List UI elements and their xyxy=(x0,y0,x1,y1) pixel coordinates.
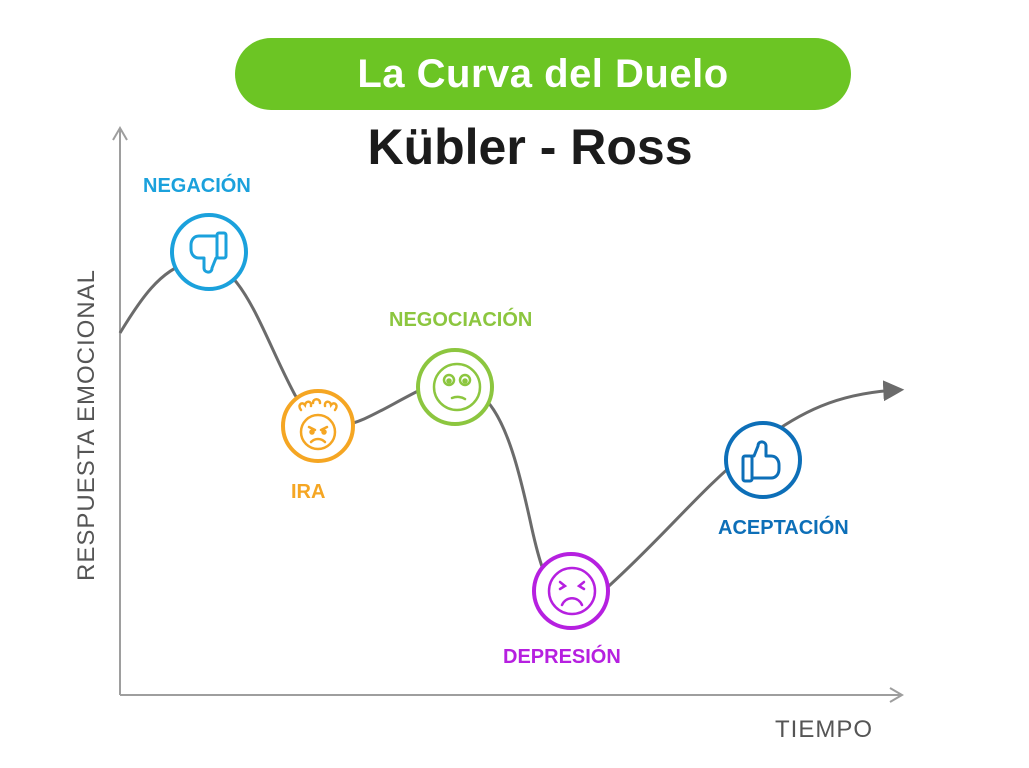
x-axis-label: TIEMPO xyxy=(775,716,874,743)
y-axis-label: RESPUESTA EMOCIONAL xyxy=(73,269,100,581)
thumbs-up-icon xyxy=(724,421,802,499)
angry-face-icon xyxy=(281,389,355,463)
stage-label-depresion: DEPRESIÓN xyxy=(503,646,621,668)
page-title: La Curva del Duelo xyxy=(357,51,729,96)
title-banner: La Curva del Duelo xyxy=(235,38,851,110)
stage-label-aceptacion: ACEPTACIÓN xyxy=(718,517,849,539)
page-subtitle: Kübler - Ross xyxy=(367,119,693,175)
stage-label-ira: IRA xyxy=(291,481,326,503)
thinking-face-icon xyxy=(416,348,494,426)
x-axis xyxy=(120,687,904,703)
stage-label-negociacion: NEGOCIACIÓN xyxy=(389,309,533,331)
stage-label-negacion: NEGACIÓN xyxy=(143,175,251,197)
y-axis xyxy=(112,126,128,695)
thumbs-down-icon xyxy=(170,213,248,291)
sad-face-icon xyxy=(532,552,610,630)
